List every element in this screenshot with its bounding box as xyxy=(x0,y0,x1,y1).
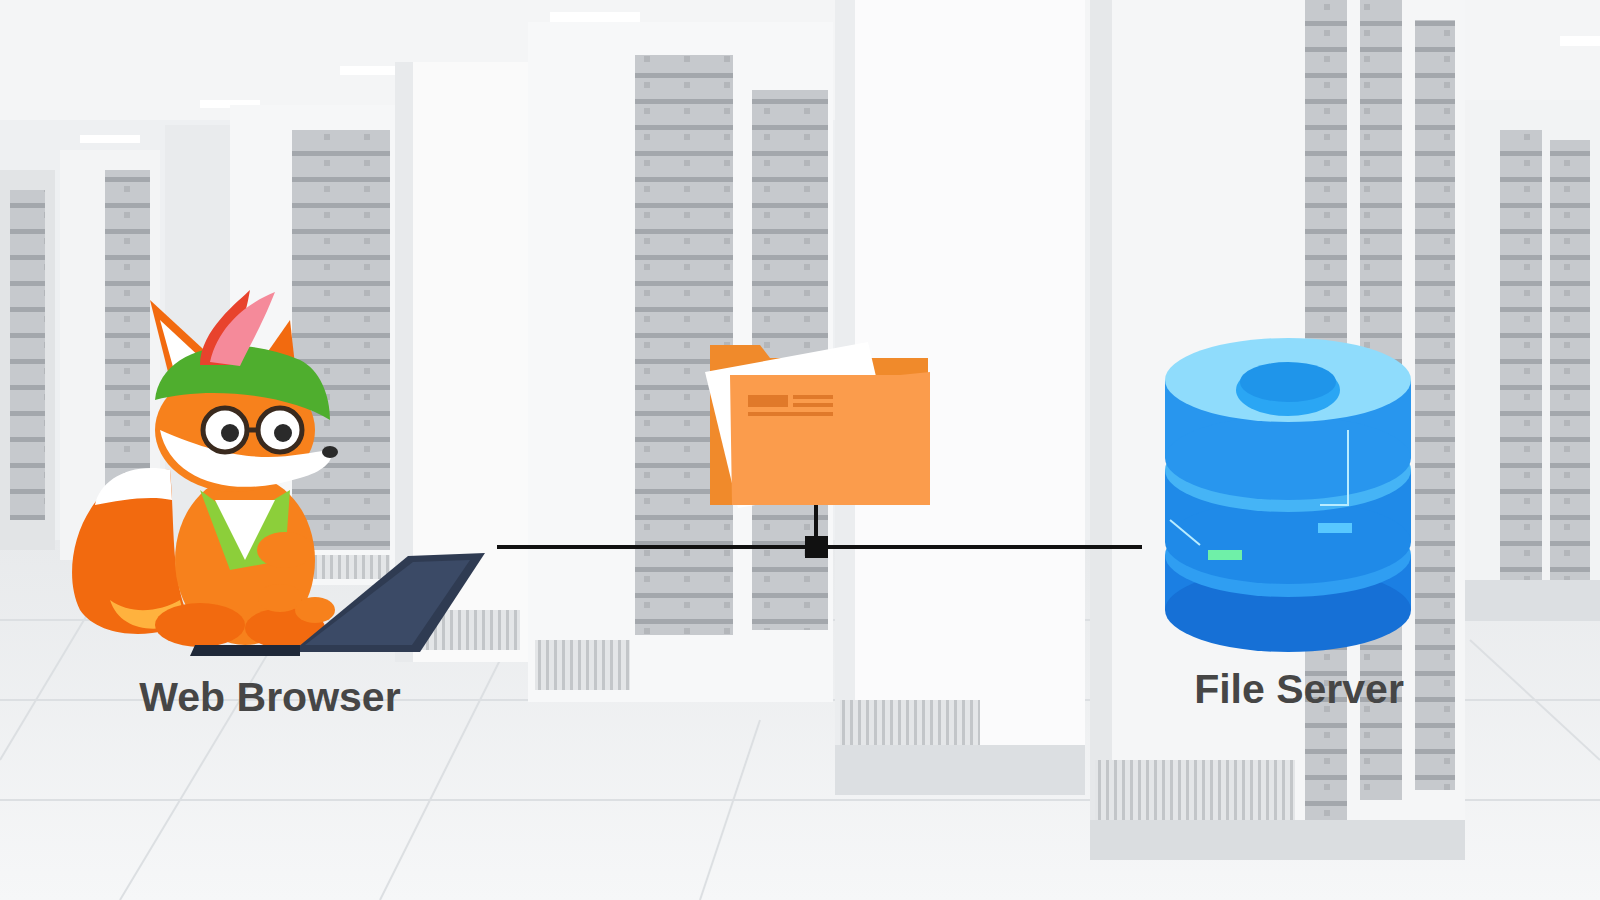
folder-icon xyxy=(705,342,930,558)
node-label: File Server xyxy=(1188,665,1410,714)
fox-mascot xyxy=(72,290,485,656)
connector-line xyxy=(497,545,1142,549)
node-label: Web Browser xyxy=(133,673,406,722)
server-node: File Server xyxy=(1160,330,1438,714)
browser-node: Web Browser xyxy=(55,285,485,722)
database-icon xyxy=(1165,338,1411,652)
